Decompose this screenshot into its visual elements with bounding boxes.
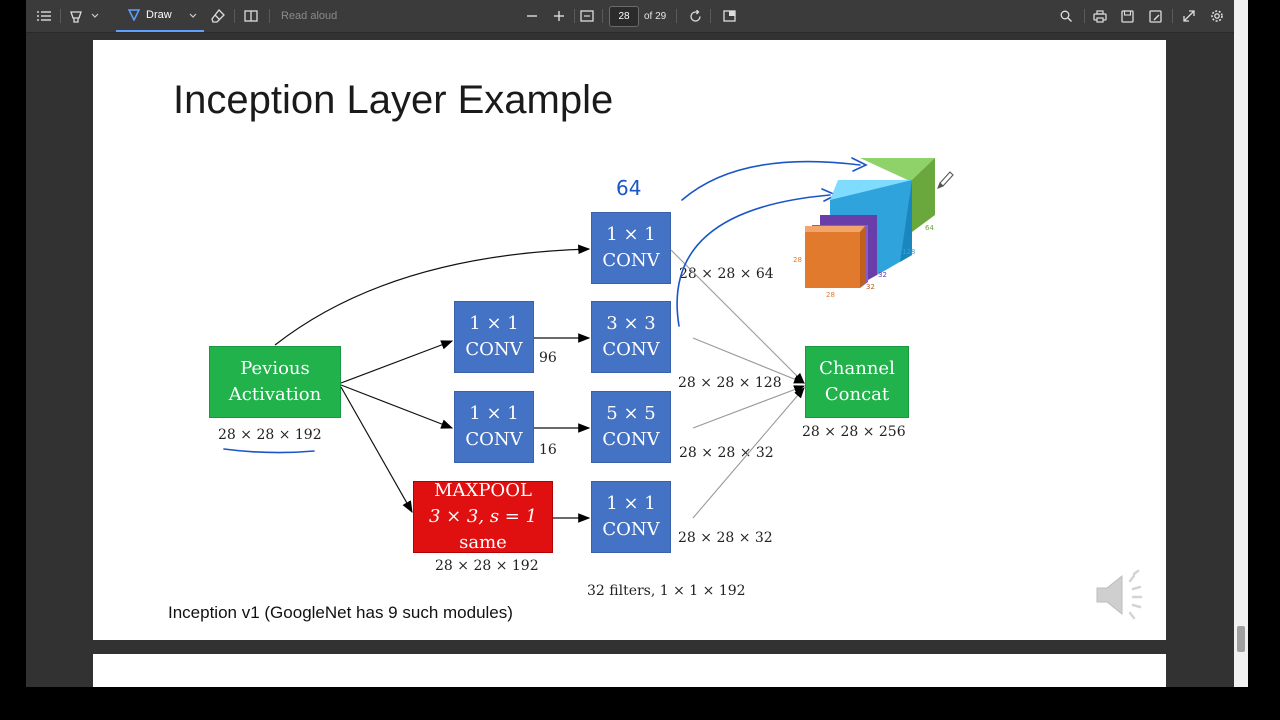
page-total-label: of 29 [644, 10, 667, 22]
save-as-icon[interactable] [1146, 0, 1164, 32]
conv-5x5-box: 5 × 5 CONV [591, 391, 671, 463]
conv-1x1-pool-proj-box: 1 × 1 CONV [591, 481, 671, 553]
toolbar-divider [269, 9, 270, 23]
bottom-bar [0, 687, 1280, 720]
two-page-icon[interactable] [720, 0, 738, 32]
highlight-icon[interactable] [66, 0, 86, 32]
box-label: CONV [602, 339, 660, 360]
toolbar-divider [1084, 9, 1085, 23]
box-label: 1 × 1 [606, 493, 656, 514]
pdf-page: Inception Layer Example Pevious Activati… [93, 40, 1166, 640]
box-label: Activation [228, 384, 322, 405]
maxpool-box: MAXPOOL 3 × 3, s = 1 same [413, 480, 553, 553]
dim-out-pool: 28 × 28 × 32 [678, 530, 773, 546]
footer-note: Inception v1 (GoogleNet has 9 such modul… [168, 603, 513, 622]
toolbar-divider [1172, 9, 1173, 23]
box-label: 5 × 5 [606, 403, 656, 424]
fit-page-icon[interactable] [578, 0, 596, 32]
eraser-icon[interactable] [208, 0, 228, 32]
box-label: CONV [465, 339, 523, 360]
slide-title: Inception Layer Example [173, 78, 614, 122]
draw-dropdown-chevron-icon[interactable] [186, 0, 200, 32]
conv-1x1-top-box: 1 × 1 CONV [591, 212, 671, 284]
box-label: CONV [602, 519, 660, 540]
box-label: 1 × 1 [469, 313, 519, 334]
conv-3x3-box: 3 × 3 CONV [591, 301, 671, 373]
box-label: 1 × 1 [469, 403, 519, 424]
left-gutter [0, 0, 26, 720]
dim-out-1x1: 28 × 28 × 64 [679, 266, 774, 282]
toolbar-divider [602, 9, 603, 23]
draw-label: Draw [146, 9, 172, 21]
fullscreen-icon[interactable] [1180, 0, 1198, 32]
scrollbar-thumb[interactable] [1237, 626, 1245, 652]
search-icon[interactable] [1057, 0, 1075, 32]
page-number-input[interactable]: 28 [609, 6, 639, 27]
highlight-dropdown-chevron-icon[interactable] [88, 0, 102, 32]
dim-channels-16: 16 [539, 442, 557, 458]
page-view-icon[interactable] [241, 0, 261, 32]
zoom-in-icon[interactable] [550, 0, 568, 32]
conv-1x1-reduce-b-box: 1 × 1 CONV [454, 391, 534, 463]
draw-pen-icon [128, 9, 140, 21]
toolbar-divider [574, 9, 575, 23]
box-label: CONV [602, 250, 660, 271]
toolbar-divider [234, 9, 235, 23]
dim-maxpool: 28 × 28 × 192 [435, 558, 539, 574]
box-label: 3 × 3, s = 1 [428, 506, 538, 527]
box-label: 3 × 3 [606, 313, 656, 334]
dim-channels-96: 96 [539, 350, 557, 366]
next-pdf-page [93, 654, 1166, 687]
toolbar-divider [676, 9, 677, 23]
toolbar-divider [710, 9, 711, 23]
dim-out-3x3: 28 × 28 × 128 [678, 375, 782, 391]
zoom-out-icon[interactable] [523, 0, 541, 32]
save-icon[interactable] [1118, 0, 1136, 32]
box-label: same [459, 532, 507, 553]
channel-concat-box: Channel Concat [805, 346, 909, 418]
conv-1x1-reduce-a-box: 1 × 1 CONV [454, 301, 534, 373]
box-label: 1 × 1 [606, 224, 656, 245]
vertical-scrollbar[interactable] [1234, 0, 1248, 687]
box-label: CONV [602, 429, 660, 450]
contents-icon[interactable] [34, 0, 54, 32]
dim-out-5x5: 28 × 28 × 32 [679, 445, 774, 461]
box-label: MAXPOOL [434, 480, 532, 501]
print-icon[interactable] [1091, 0, 1109, 32]
rotate-icon[interactable] [686, 0, 704, 32]
box-label: Pevious [240, 358, 310, 379]
dim-previous: 28 × 28 × 192 [218, 427, 322, 443]
previous-activation-box: Pevious Activation [209, 346, 341, 418]
settings-gear-icon[interactable] [1208, 0, 1226, 32]
handwritten-64: 64 [616, 176, 642, 200]
pdf-toolbar: Draw Read aloud 28 of 29 [26, 0, 1234, 33]
draw-button[interactable]: Draw [116, 0, 204, 32]
read-aloud-button[interactable]: Read aloud [281, 10, 338, 22]
box-label: Concat [824, 384, 890, 405]
toolbar-divider [60, 9, 61, 23]
dim-concat: 28 × 28 × 256 [802, 424, 906, 440]
box-label: Channel [819, 358, 895, 379]
dim-filters-note: 32 filters, 1 × 1 × 192 [587, 583, 746, 599]
box-label: CONV [465, 429, 523, 450]
